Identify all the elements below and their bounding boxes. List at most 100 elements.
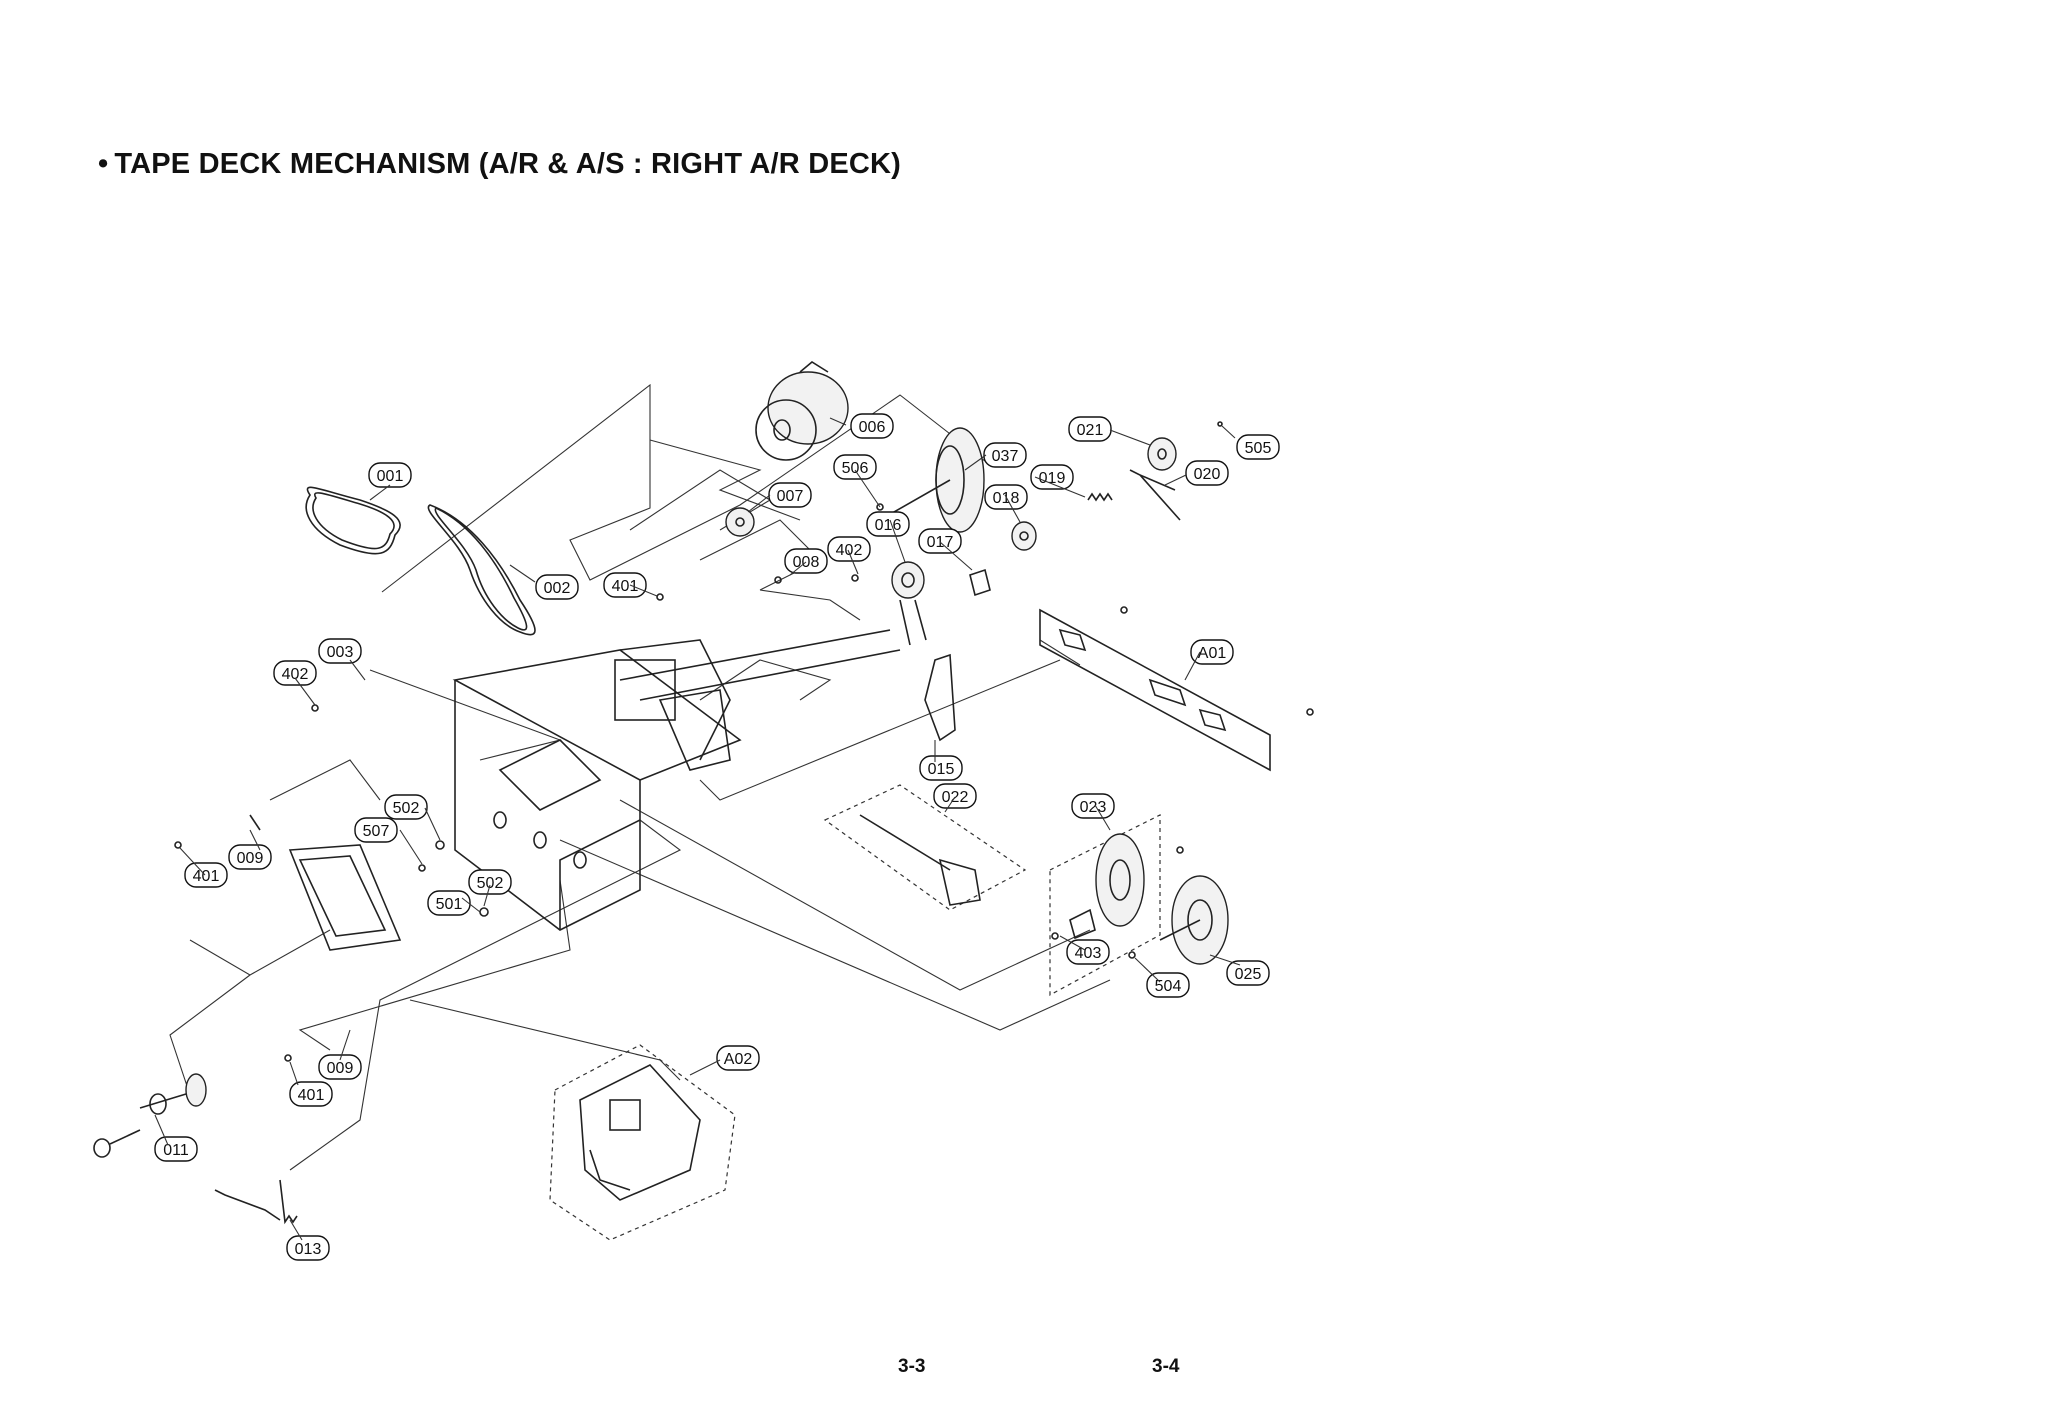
part-label: 506 <box>833 454 877 480</box>
part-label: 507 <box>354 817 398 843</box>
part-label-badge <box>768 482 812 508</box>
part-label-text: 502 <box>393 800 420 817</box>
part-label-text: 007 <box>777 488 804 505</box>
part-label-badge <box>318 638 362 664</box>
part-label-text: A01 <box>1198 645 1227 662</box>
part-label-badge <box>866 511 910 537</box>
lever-017 <box>969 568 991 597</box>
part-label: 016 <box>866 511 910 537</box>
part-label-badge <box>603 572 647 598</box>
part-label-text: 013 <box>295 1241 322 1258</box>
part-label-badge <box>318 1054 362 1080</box>
part-label-text: 021 <box>1077 422 1104 439</box>
page-number-right: 3-4 <box>1152 1356 1180 1377</box>
title-bullet: • <box>98 148 109 180</box>
part-label-badge <box>833 454 877 480</box>
part-label: 401 <box>289 1081 333 1107</box>
part-label: 009 <box>228 844 272 870</box>
belt-002 <box>427 504 536 636</box>
part-label-badge <box>384 794 428 820</box>
part-label-badge <box>427 890 471 916</box>
part-label-badge <box>154 1136 198 1162</box>
leader-lines <box>169 383 1111 1171</box>
part-label: 009 <box>318 1054 362 1080</box>
part-label: 023 <box>1071 793 1115 819</box>
motor-006 <box>755 361 849 461</box>
part-label: 025 <box>1226 960 1270 986</box>
part-label-text: 504 <box>1155 978 1182 995</box>
assembly-a02 <box>549 1044 736 1241</box>
chassis <box>452 629 901 931</box>
part-label-text: 009 <box>237 850 264 867</box>
lever-020 <box>1129 469 1181 521</box>
part-label: 037 <box>983 442 1027 468</box>
part-label-text: 401 <box>193 868 220 885</box>
part-label: 008 <box>784 548 828 574</box>
part-label-badge <box>1226 960 1270 986</box>
part-label: 002 <box>535 574 579 600</box>
part-label-badge <box>933 783 977 809</box>
title-text: TAPE DECK MECHANISM (A/R & A/S : RIGHT A… <box>114 148 902 180</box>
part-label-text: 037 <box>992 448 1019 465</box>
part-label-text: 502 <box>477 875 504 892</box>
part-label-badge <box>827 536 871 562</box>
gear-007 <box>725 507 755 537</box>
part-label: 021 <box>1068 416 1112 442</box>
part-label-badge <box>354 817 398 843</box>
part-label-text: 023 <box>1080 799 1107 816</box>
cassette-holder <box>249 814 402 951</box>
part-label-badge <box>1190 639 1234 665</box>
part-label: 017 <box>918 528 962 554</box>
part-label: 007 <box>768 482 812 508</box>
part-label: 504 <box>1146 972 1190 998</box>
part-label-badge <box>1068 416 1112 442</box>
part-label: 006 <box>850 413 894 439</box>
part-label-badge <box>289 1081 333 1107</box>
board-a01 <box>1039 608 1271 772</box>
part-label-badge <box>716 1045 760 1071</box>
part-label-badge <box>184 862 228 888</box>
part-label-text: 403 <box>1075 945 1102 962</box>
part-label-text: 025 <box>1235 966 1262 983</box>
part-label: 013 <box>286 1235 330 1261</box>
part-label-badge <box>1030 464 1074 490</box>
part-label: 402 <box>827 536 871 562</box>
gear-016 <box>891 561 927 646</box>
part-label-text: 505 <box>1245 440 1272 457</box>
spring-019 <box>1087 492 1113 502</box>
belt-001 <box>305 486 401 555</box>
pulley-021 <box>1147 437 1177 471</box>
part-label-text: 002 <box>544 580 571 597</box>
part-label-badge <box>784 548 828 574</box>
part-label-badge <box>1236 434 1280 460</box>
part-label-text: 009 <box>327 1060 354 1077</box>
part-label-text: 507 <box>363 823 390 840</box>
part-label-text: 003 <box>327 644 354 661</box>
part-label: 505 <box>1236 434 1280 460</box>
part-label-badge <box>368 462 412 488</box>
part-label: 502 <box>384 794 428 820</box>
reel-025 <box>1159 875 1229 965</box>
part-label: 019 <box>1030 464 1074 490</box>
knob-011 <box>93 1073 207 1158</box>
part-label-badge <box>983 442 1027 468</box>
reel-023 <box>1049 814 1161 997</box>
part-label: 402 <box>273 660 317 686</box>
page-title: •TAPE DECK MECHANISM (A/R & A/S : RIGHT … <box>98 148 901 181</box>
part-label-text: 501 <box>436 896 463 913</box>
part-label-badge <box>850 413 894 439</box>
label-leaders <box>154 417 1241 1241</box>
part-label-badge <box>286 1235 330 1261</box>
page-number-left: 3-3 <box>898 1356 926 1377</box>
part-label: 015 <box>919 755 963 781</box>
part-label-text: 015 <box>928 761 955 778</box>
lever-015 <box>924 653 956 742</box>
part-label-text: 506 <box>842 460 869 477</box>
part-label: 001 <box>368 462 412 488</box>
part-label: 401 <box>603 572 647 598</box>
part-label: 011 <box>154 1136 198 1162</box>
part-label-text: 402 <box>282 666 309 683</box>
gear-018 <box>1011 521 1037 551</box>
